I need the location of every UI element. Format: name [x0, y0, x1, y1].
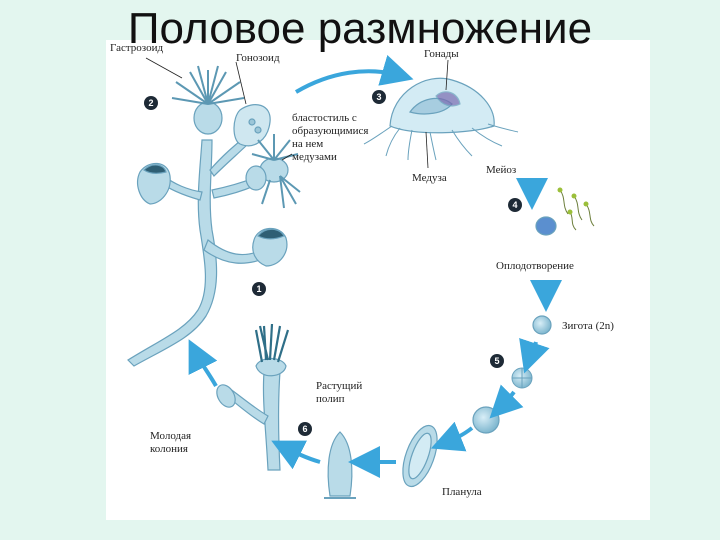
label-medusa: Медуза — [412, 172, 447, 184]
gonozooid — [233, 104, 271, 147]
step-badge-4: 4 — [508, 198, 522, 212]
medusa — [363, 77, 519, 161]
arrow-medusa-to-meiosis — [515, 177, 548, 210]
planula-larva — [402, 424, 438, 488]
label-zygote: Зигота (2n) — [562, 320, 614, 332]
leader-lines — [145, 57, 449, 169]
colony-stem — [127, 139, 218, 367]
arrow-cleavage-to-blastula — [489, 384, 524, 419]
closed-polyp-left — [137, 162, 171, 205]
zygote-cell — [532, 315, 552, 335]
step-badge-6: 6 — [298, 422, 312, 436]
label-gastrozooid: Гастрозоид — [110, 42, 164, 54]
step-badge-1: 1 — [252, 282, 266, 296]
arrow-zygote-to-cleavage — [519, 337, 550, 374]
settling-polyp — [324, 431, 356, 499]
slide-title: Половое размножение — [127, 4, 593, 53]
fertilization-cells — [535, 187, 595, 236]
step-badge-3: 3 — [372, 90, 386, 104]
gastrozooid-polyp — [171, 65, 245, 135]
label-young-colony: Молодая колония — [150, 430, 192, 455]
arrow-blastula-to-planula — [430, 421, 474, 452]
label-meiosis: Мейоз — [486, 164, 517, 176]
arrow-polyp-to-colony — [271, 440, 321, 470]
blastula — [472, 406, 500, 434]
label-gonads: Гонады — [424, 48, 459, 60]
cycle-arrows — [188, 55, 562, 478]
arrow-colony-to-adult — [188, 339, 218, 387]
arrow-polyp-to-medusa — [294, 55, 414, 94]
label-growing-polyp: Растущий полип — [316, 380, 363, 405]
closed-polyp-right — [252, 227, 288, 267]
label-fertilization: Оплодотворение — [496, 260, 574, 272]
young-colony — [216, 323, 290, 471]
label-blastostyle: бластостиль с образующимися на нем медуз… — [292, 112, 369, 163]
cleavage-embryo — [511, 367, 533, 389]
small-polyp — [245, 165, 267, 191]
step-badge-5: 5 — [490, 354, 504, 368]
step-badge-2: 2 — [144, 96, 158, 110]
label-gonozooid: Гонозоид — [236, 52, 280, 64]
label-planula: Планула — [442, 486, 482, 498]
